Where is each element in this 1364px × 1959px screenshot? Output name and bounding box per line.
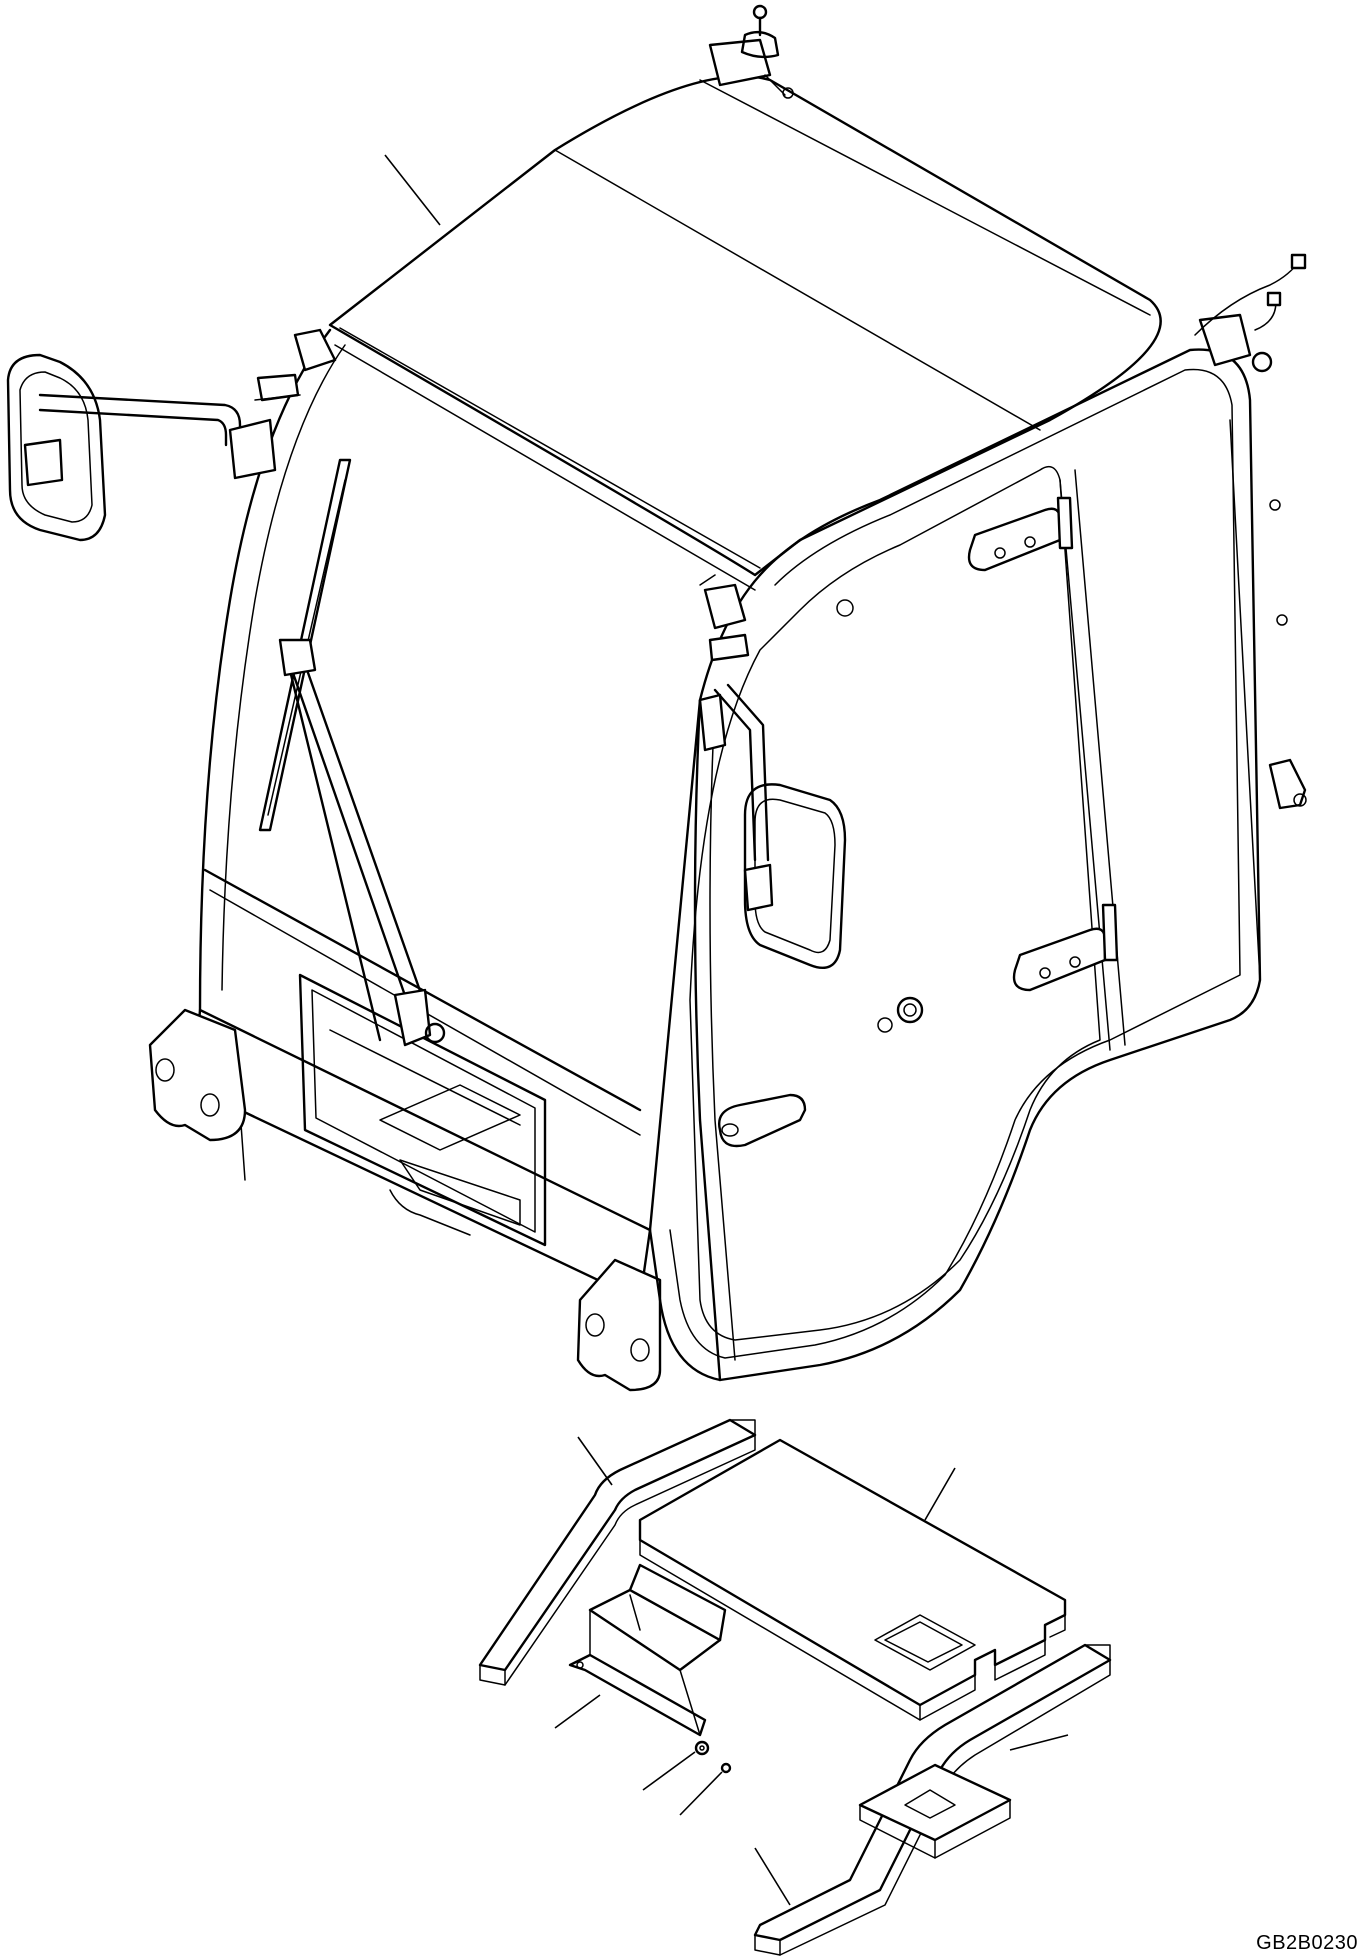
- bolt: [720, 1762, 732, 1774]
- cab-assembly: [6, 4, 1307, 1392]
- leader-lines: [384, 154, 1069, 1906]
- door-lower-hinge: [1012, 903, 1119, 992]
- front-left-bracket: [148, 1008, 247, 1142]
- door-handle: [718, 1093, 807, 1148]
- right-mirror: [698, 683, 847, 970]
- wiper-assembly: [258, 458, 446, 1047]
- door-lock-cylinder: [877, 996, 924, 1033]
- cab-door-frame: [648, 348, 1262, 1382]
- washer: [694, 1740, 710, 1756]
- left-support-bar: [478, 1418, 757, 1686]
- door-bolt: [836, 599, 854, 617]
- rear-lamp: [1268, 758, 1307, 810]
- floor-plate: [638, 1438, 1067, 1721]
- front-right-bracket: [576, 1258, 662, 1392]
- pad-block: [858, 1763, 1012, 1859]
- drawing-code-label: GB2B0230: [1256, 1932, 1358, 1954]
- left-mirror: [6, 353, 301, 542]
- cover-bracket: [568, 1563, 727, 1737]
- lower-parts: [478, 1418, 1112, 1956]
- front-upper-left-bracket: [256, 328, 337, 402]
- front-vent-opening: [298, 973, 547, 1247]
- rear-roof-bracket: [1194, 253, 1307, 373]
- front-upper-right-bracket: [699, 574, 750, 662]
- door-upper-hinge: [967, 496, 1074, 572]
- roof-beacon-mount: [708, 4, 794, 99]
- rear-pins: [1269, 499, 1288, 626]
- cab-roof: [328, 75, 1162, 591]
